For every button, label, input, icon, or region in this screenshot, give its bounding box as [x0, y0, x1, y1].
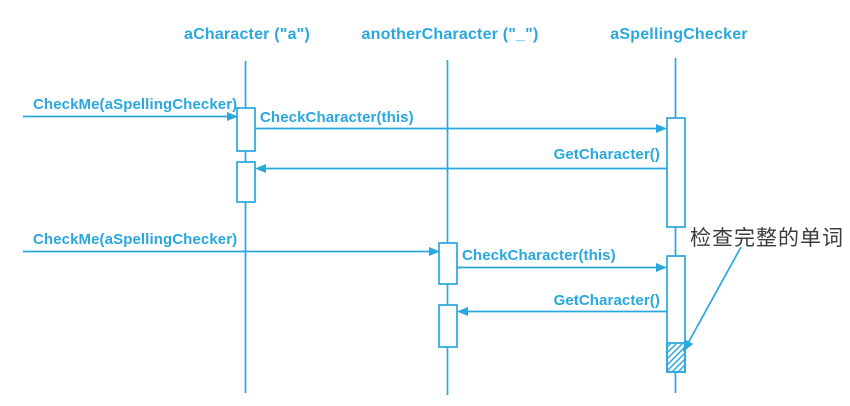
annotation-label: 检查完整的单词 [690, 226, 844, 250]
message-label-checkcharacter-2: CheckCharacter(this) [462, 247, 616, 264]
arrowhead-downleft-icon [683, 339, 694, 352]
activation-boxes [236, 107, 686, 373]
activation-box-anothercharacter-2 [438, 304, 458, 348]
arrowhead-right-icon [227, 112, 238, 121]
message-label-getcharacter-2: GetCharacter() [553, 292, 660, 309]
hatched-activation-region [666, 342, 686, 373]
message-label-checkme-1: CheckMe(aSpellingChecker) [33, 96, 238, 113]
arrowhead-right-icon [656, 263, 667, 272]
arrowhead-right-icon [656, 124, 667, 133]
activation-box-anothercharacter-1 [438, 242, 458, 285]
activation-box-acharacter-2 [236, 161, 256, 203]
arrowhead-left-icon [457, 307, 468, 316]
lifeline-label-acharacter: aCharacter ("a") [184, 26, 310, 43]
message-arrows [23, 112, 667, 316]
lifeline-label-aspellingchecker: aSpellingChecker [610, 26, 748, 43]
message-label-checkme-2: CheckMe(aSpellingChecker) [33, 231, 238, 248]
message-label-getcharacter-1: GetCharacter() [553, 146, 660, 163]
annotation-leader-line [686, 246, 742, 346]
lifeline-label-anothercharacter: anotherCharacter ("_") [361, 26, 539, 43]
activation-box-aspellingchecker-1 [666, 117, 686, 228]
annotation-arrow [683, 246, 742, 352]
message-label-checkcharacter-1: CheckCharacter(this) [260, 109, 414, 126]
arrowhead-left-icon [255, 164, 266, 173]
activation-box-acharacter-1 [236, 107, 256, 152]
arrowhead-right-icon [429, 247, 440, 256]
